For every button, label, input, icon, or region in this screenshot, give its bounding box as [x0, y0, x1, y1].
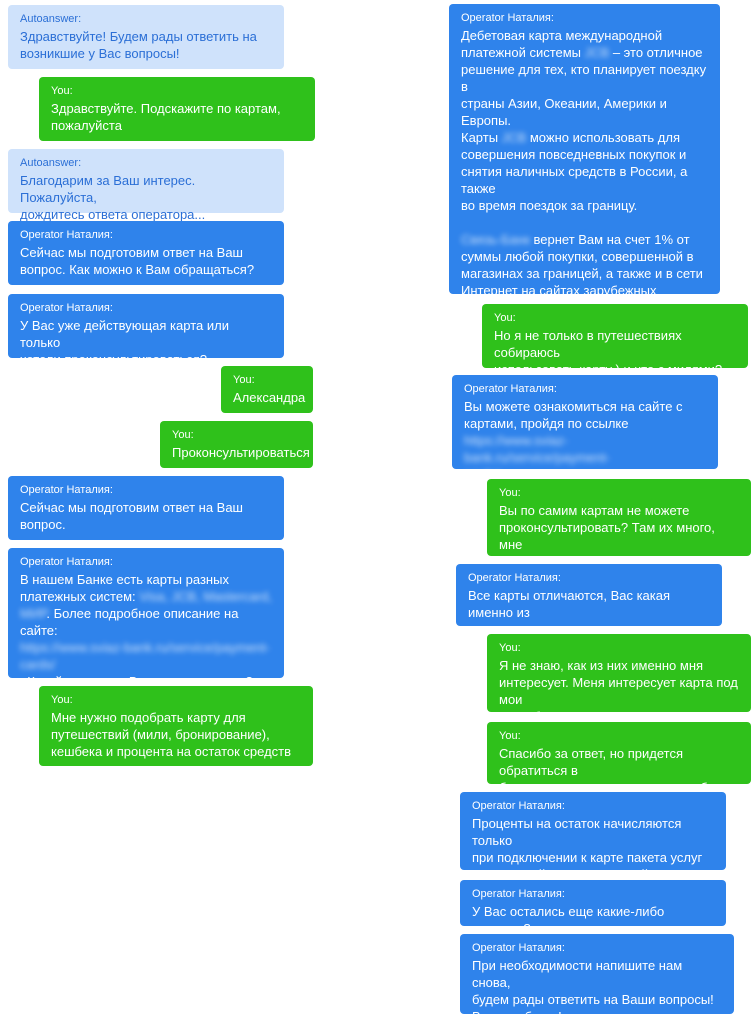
user-message: You: Мне нужно подобрать карту для путеш…	[39, 686, 313, 766]
operator-message: Operator Наталия: У Вас уже действующая …	[8, 294, 284, 367]
message-text-part: можно использовать для совершения повсед…	[461, 130, 688, 213]
operator-message: Operator Наталия: При необходимости напи…	[460, 934, 734, 1024]
user-message: You: Но я не только в путешествиях собир…	[482, 304, 748, 377]
user-message: You: Здравствуйте. Подскажите по картам,…	[39, 77, 315, 141]
message-text: Спасибо за ответ, но придется обратиться…	[499, 746, 739, 795]
operator-message: Operator Наталия: Дебетовая карта междун…	[449, 4, 720, 383]
autoanswer-message: Autoanswer: Здравствуйте! Будем рады отв…	[8, 5, 284, 69]
message-text: Мне нужно подобрать карту для путешестви…	[51, 710, 292, 759]
message-sender: You:	[499, 642, 521, 654]
message-sender: Operator Наталия:	[461, 12, 554, 24]
redacted-link: https://www.sviaz-bank.ru/service/paymen…	[464, 433, 610, 482]
operator-message: Operator Наталия: Сейчас мы подготовим о…	[8, 476, 284, 540]
redacted-text: Visa, JCB, Mastercard, MИР	[20, 589, 272, 621]
message-sender: Operator Наталия:	[20, 556, 113, 568]
redacted-text: Связь-Банк	[461, 232, 530, 247]
message-sender: Operator Наталия:	[468, 572, 561, 584]
operator-message: Operator Наталия: Сейчас мы подготовим о…	[8, 221, 284, 285]
operator-message: Operator Наталия: Вы можете ознакомиться…	[452, 375, 718, 482]
message-sender: You:	[51, 694, 73, 706]
message-sender: Autoanswer:	[20, 13, 82, 25]
message-text: Здравствуйте! Будем рады ответить на воз…	[20, 29, 257, 61]
message-sender: You:	[172, 429, 194, 441]
user-message: You: Спасибо за ответ, но придется обрат…	[487, 722, 751, 795]
message-text-part: – это отличное решение для тех, кто план…	[461, 45, 707, 145]
user-message: You: Проконсультироваться	[160, 421, 313, 468]
message-sender: Operator Наталия:	[20, 229, 113, 241]
message-text: Сейчас мы подготовим ответ на Ваш вопрос…	[20, 245, 255, 277]
operator-message: Operator Наталия: Проценты на остаток на…	[460, 792, 726, 882]
message-sender: Operator Наталия:	[472, 800, 565, 812]
redacted-link: https://www.sviaz-bank.ru/service/paymen…	[20, 640, 270, 672]
message-text: Проконсультироваться	[172, 445, 310, 460]
message-sender: You:	[499, 730, 521, 742]
message-text: Вы можете ознакомиться на сайте с картам…	[464, 398, 706, 483]
user-message: You: Александра	[221, 366, 313, 413]
message-text-part: В нашем Банке есть карты разных платежны…	[20, 572, 229, 604]
redacted-text: JCB	[584, 45, 610, 60]
message-text: Но я не только в путешествиях собираюсь …	[494, 328, 723, 377]
message-sender: You:	[494, 312, 516, 324]
message-text: Александра	[233, 390, 306, 405]
message-text-part: . Более подробное описание на сайте:	[20, 606, 239, 638]
redacted-text: JCB	[501, 130, 527, 145]
message-text: Проценты на остаток начисляются только п…	[472, 816, 703, 882]
user-message: You: Я не знаю, как из них именно мня ин…	[487, 634, 751, 724]
message-text: У Вас остались еще какие-либо вопросы?	[472, 904, 665, 936]
message-text: Благодарим за Ваш интерес. Пожалуйста, д…	[20, 173, 206, 222]
message-sender: You:	[51, 85, 73, 97]
message-text: Вы по самим картам не можете проконсульт…	[499, 503, 715, 569]
autoanswer-message: Autoanswer: Благодарим за Ваш интерес. П…	[8, 149, 284, 222]
operator-message: Operator Наталия: В нашем Банке есть кар…	[8, 548, 284, 689]
operator-message: Operator Наталия: Все карты отличаются, …	[456, 564, 722, 637]
message-text: Здравствуйте. Подскажите по картам, пожа…	[51, 101, 281, 133]
message-text-part: . Какой тип карты Вас заинтересовал?	[20, 674, 253, 689]
user-message: You: Вы по самим картам не можете прокон…	[487, 479, 751, 569]
message-sender: Operator Наталия:	[472, 942, 565, 954]
message-text-part: Вы можете ознакомиться на сайте с картам…	[464, 399, 683, 431]
message-text: Сейчас мы подготовим ответ на Ваш вопрос…	[20, 500, 243, 532]
message-text: Все карты отличаются, Вас какая именно и…	[468, 588, 671, 637]
message-sender: Operator Наталия:	[472, 888, 565, 900]
message-sender: You:	[499, 487, 521, 499]
message-sender: Autoanswer:	[20, 157, 82, 169]
operator-message: Operator Наталия: У Вас остались еще как…	[460, 880, 726, 936]
message-text-part: Дебетовая карта международной платежной …	[461, 28, 663, 60]
message-text: В нашем Банке есть карты разных платежны…	[20, 571, 272, 690]
message-sender: You:	[233, 374, 255, 386]
message-text: При необходимости напишите нам снова, бу…	[472, 958, 714, 1024]
message-text: У Вас уже действующая карта или только х…	[20, 318, 229, 367]
message-sender: Operator Наталия:	[20, 484, 113, 496]
message-sender: Operator Наталия:	[20, 302, 113, 314]
message-text: Я не знаю, как из них именно мня интерес…	[499, 658, 738, 724]
message-sender: Operator Наталия:	[464, 383, 557, 395]
